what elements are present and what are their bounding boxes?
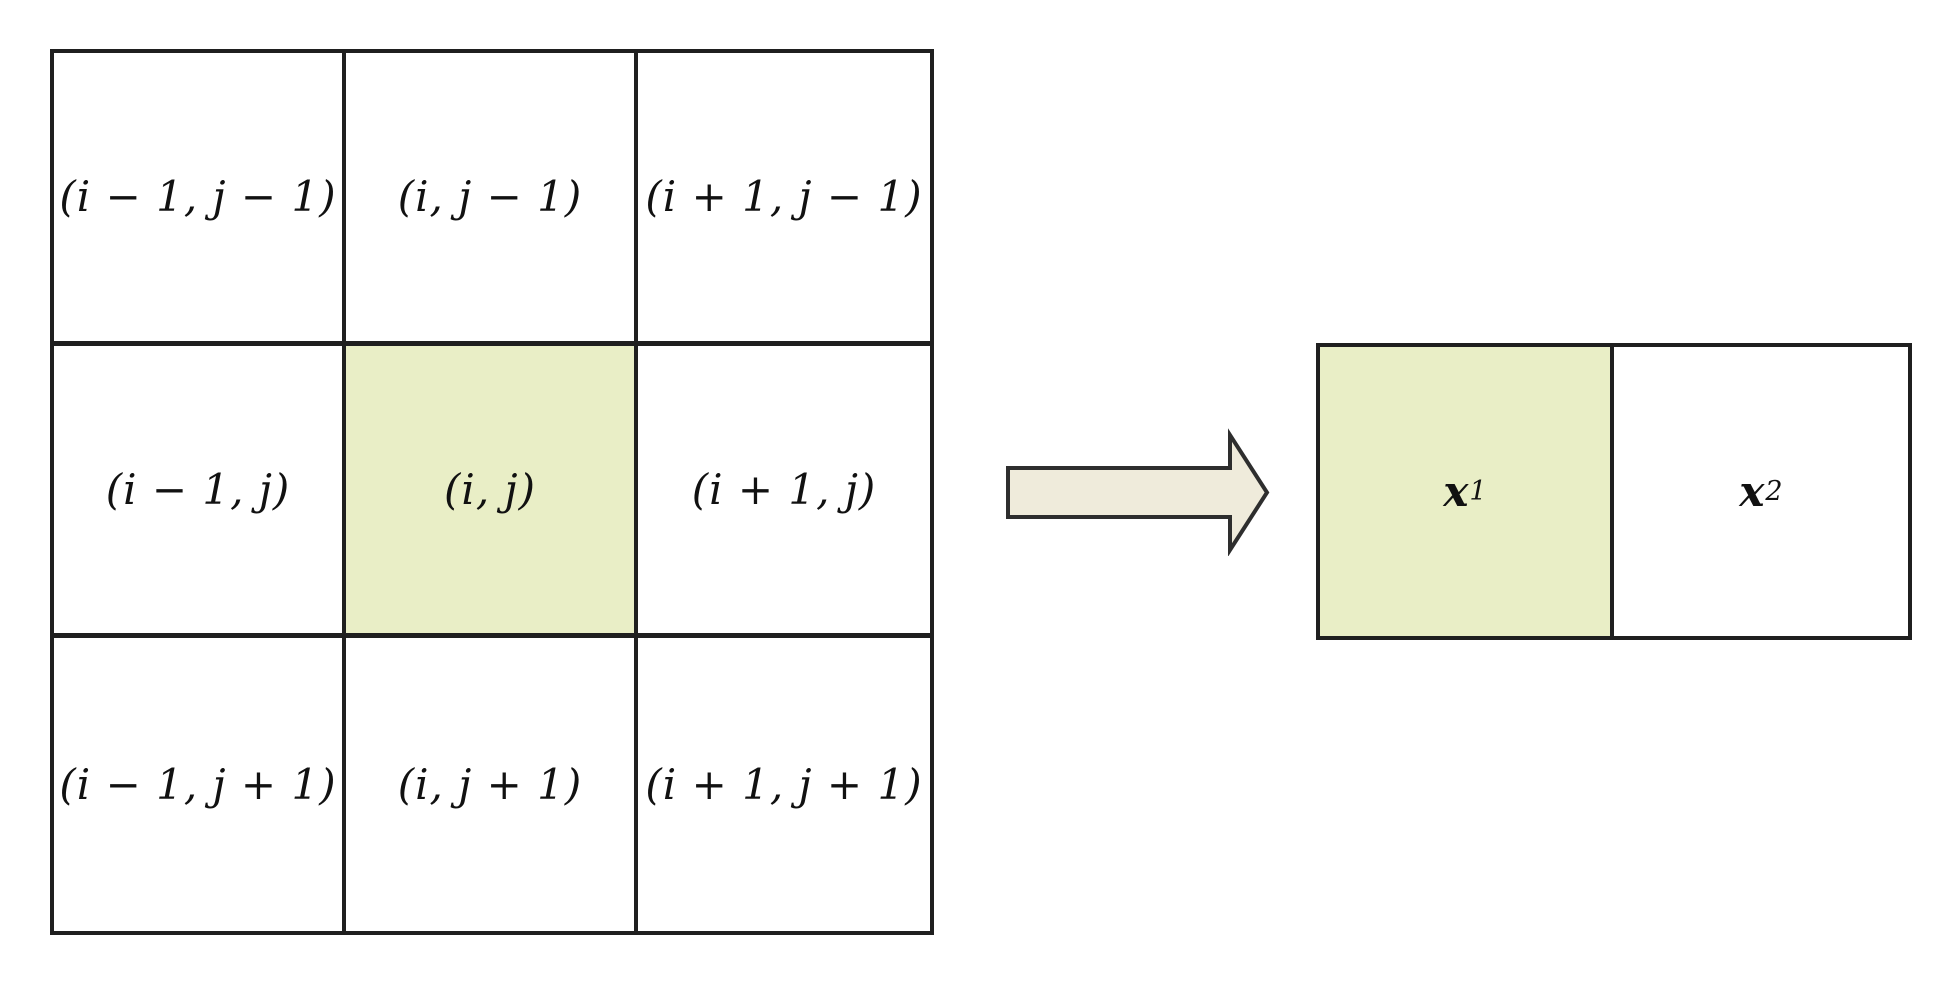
grid-cell-i-j+1: (i, j + 1): [346, 638, 638, 931]
grid-cell-i-1-j-1: (i − 1, j − 1): [54, 53, 346, 346]
grid-cell-i-1-j: (i − 1, j): [54, 345, 346, 639]
grid-cell-i+1-j: (i + 1, j): [638, 346, 930, 639]
grid-cell-i-j-1: (i, j − 1): [346, 53, 638, 346]
grid-cell-i-1-j+1: (i − 1, j + 1): [54, 638, 346, 931]
pair-cell-x2-label: x: [1739, 467, 1765, 516]
grid-cell-i+1-j-1: (i + 1, j − 1): [638, 53, 930, 346]
block-arrow-right-icon: [1003, 428, 1275, 557]
pair-cell-x1-label: x: [1443, 467, 1469, 516]
grid-cell-center-i-j: (i, j): [346, 345, 638, 639]
neighborhood-grid: (i − 1, j − 1) (i, j − 1) (i + 1, j − 1)…: [50, 49, 934, 935]
grid-cell-i+1-j+1: (i + 1, j + 1): [645, 760, 923, 810]
